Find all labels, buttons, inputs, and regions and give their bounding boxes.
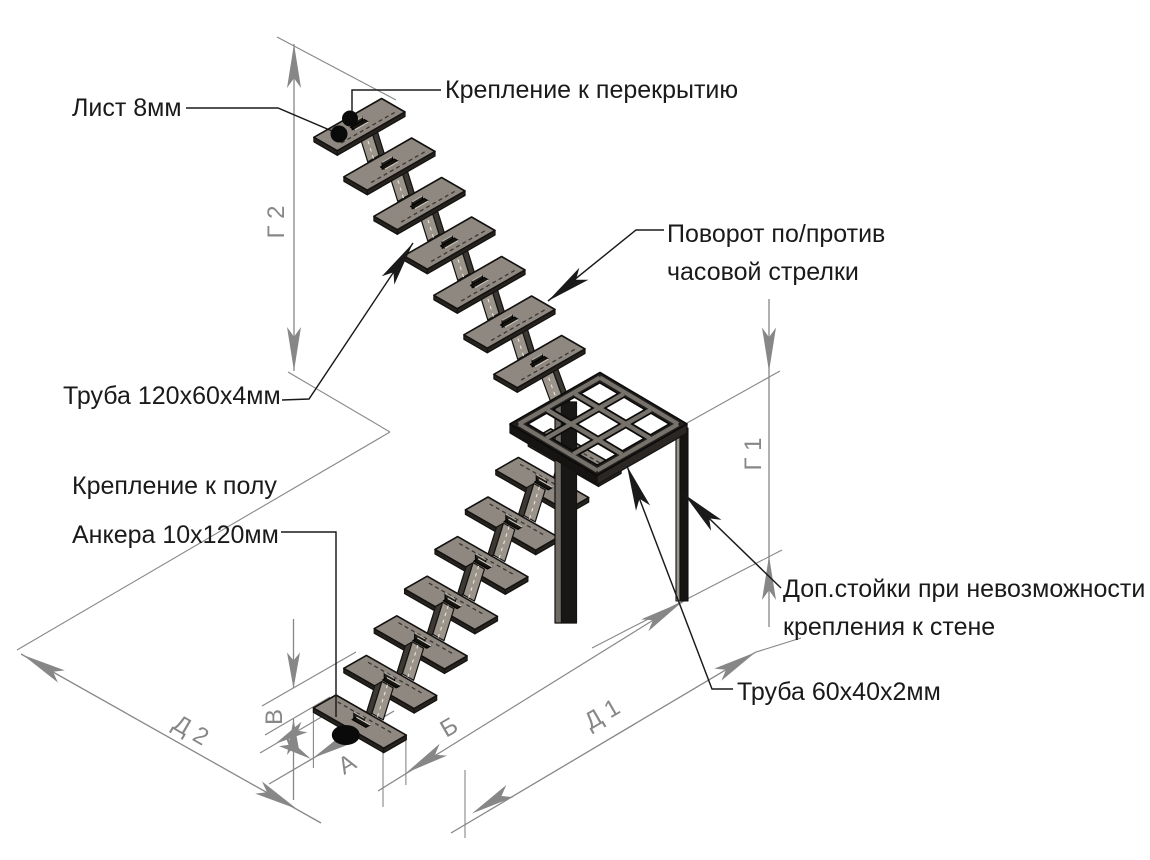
svg-text:Лист 8мм: Лист 8мм	[72, 94, 182, 122]
svg-text:крепления к стене: крепления к стене	[783, 613, 995, 641]
svg-text:Труба 60х40х2мм: Труба 60х40х2мм	[737, 678, 941, 706]
svg-text:Г 1: Г 1	[740, 437, 767, 470]
svg-text:Доп.стойки при невозможности: Доп.стойки при невозможности	[783, 575, 1145, 603]
svg-text:Поворот по/против: Поворот по/против	[667, 220, 885, 248]
svg-text:Крепление к полу: Крепление к полу	[72, 472, 277, 500]
svg-text:Анкера 10х120мм: Анкера 10х120мм	[72, 521, 279, 549]
svg-text:Труба 120х60х4мм: Труба 120х60х4мм	[63, 382, 281, 410]
svg-text:В: В	[261, 709, 288, 725]
svg-text:часовой стрелки: часовой стрелки	[667, 258, 859, 286]
svg-text:Г 2: Г 2	[263, 205, 290, 238]
svg-text:Крепление к перекрытию: Крепление к перекрытию	[445, 76, 738, 104]
